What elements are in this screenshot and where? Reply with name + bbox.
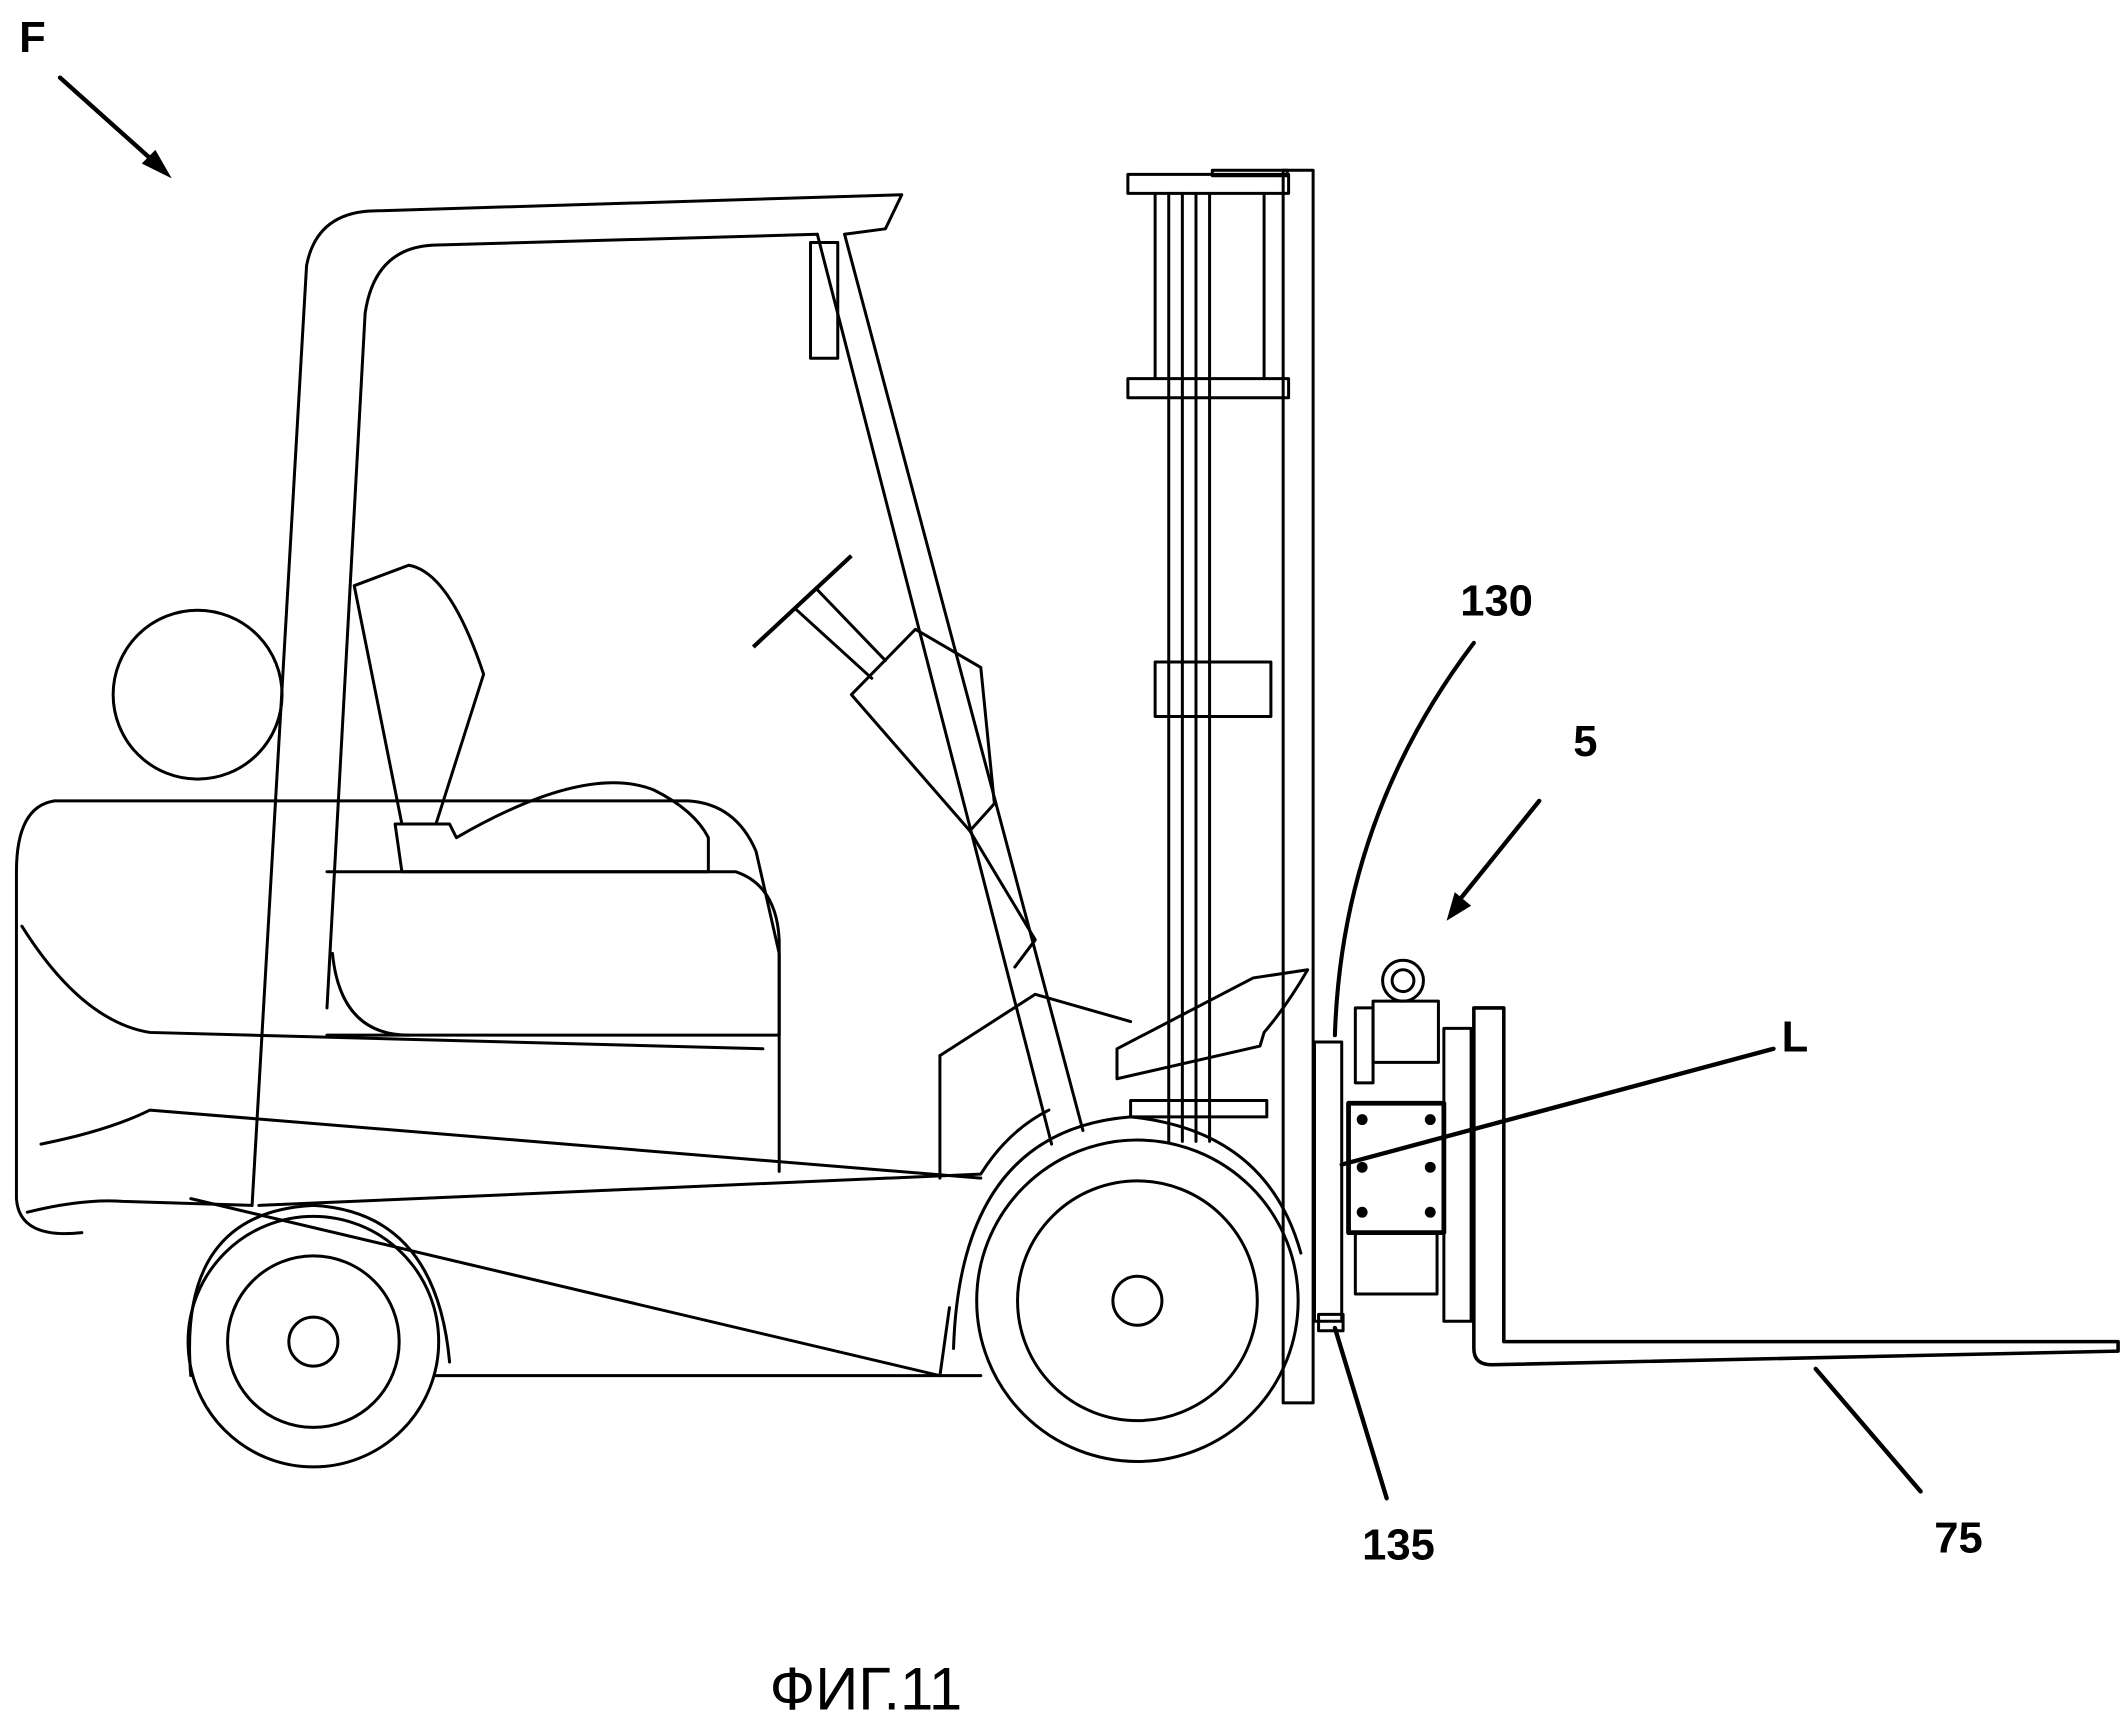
figure-caption: ФИГ.11 (770, 1655, 963, 1722)
leader-l (1339, 1046, 1776, 1167)
label-5: 5 (1573, 718, 1597, 766)
mast (1126, 168, 1315, 1405)
overhead-guard (250, 193, 1085, 1207)
front-wheel (975, 1138, 1300, 1463)
label-75: 75 (1934, 1515, 1982, 1563)
fork-75: 75 (1472, 1006, 2120, 1563)
arrowhead-icon (141, 149, 172, 179)
operator-seat (325, 563, 781, 1037)
steering-column (751, 554, 1133, 1180)
carriage-part-135 (1317, 1312, 1345, 1333)
arrowhead-icon (1446, 892, 1472, 921)
label-f: F (19, 14, 46, 62)
lpg-tank (111, 608, 284, 781)
tilt-cylinder (1115, 968, 1310, 1081)
attachment-5: 5 (1312, 718, 1598, 1323)
view-arrow-f: F (19, 14, 172, 179)
cable-130 (1332, 640, 1476, 1038)
label-l: L (1782, 1014, 1809, 1062)
label-130: 130 (1460, 578, 1533, 626)
forklift-body (14, 608, 1303, 1469)
rear-wheel (186, 1214, 441, 1469)
label-135: 135 (1362, 1522, 1435, 1570)
